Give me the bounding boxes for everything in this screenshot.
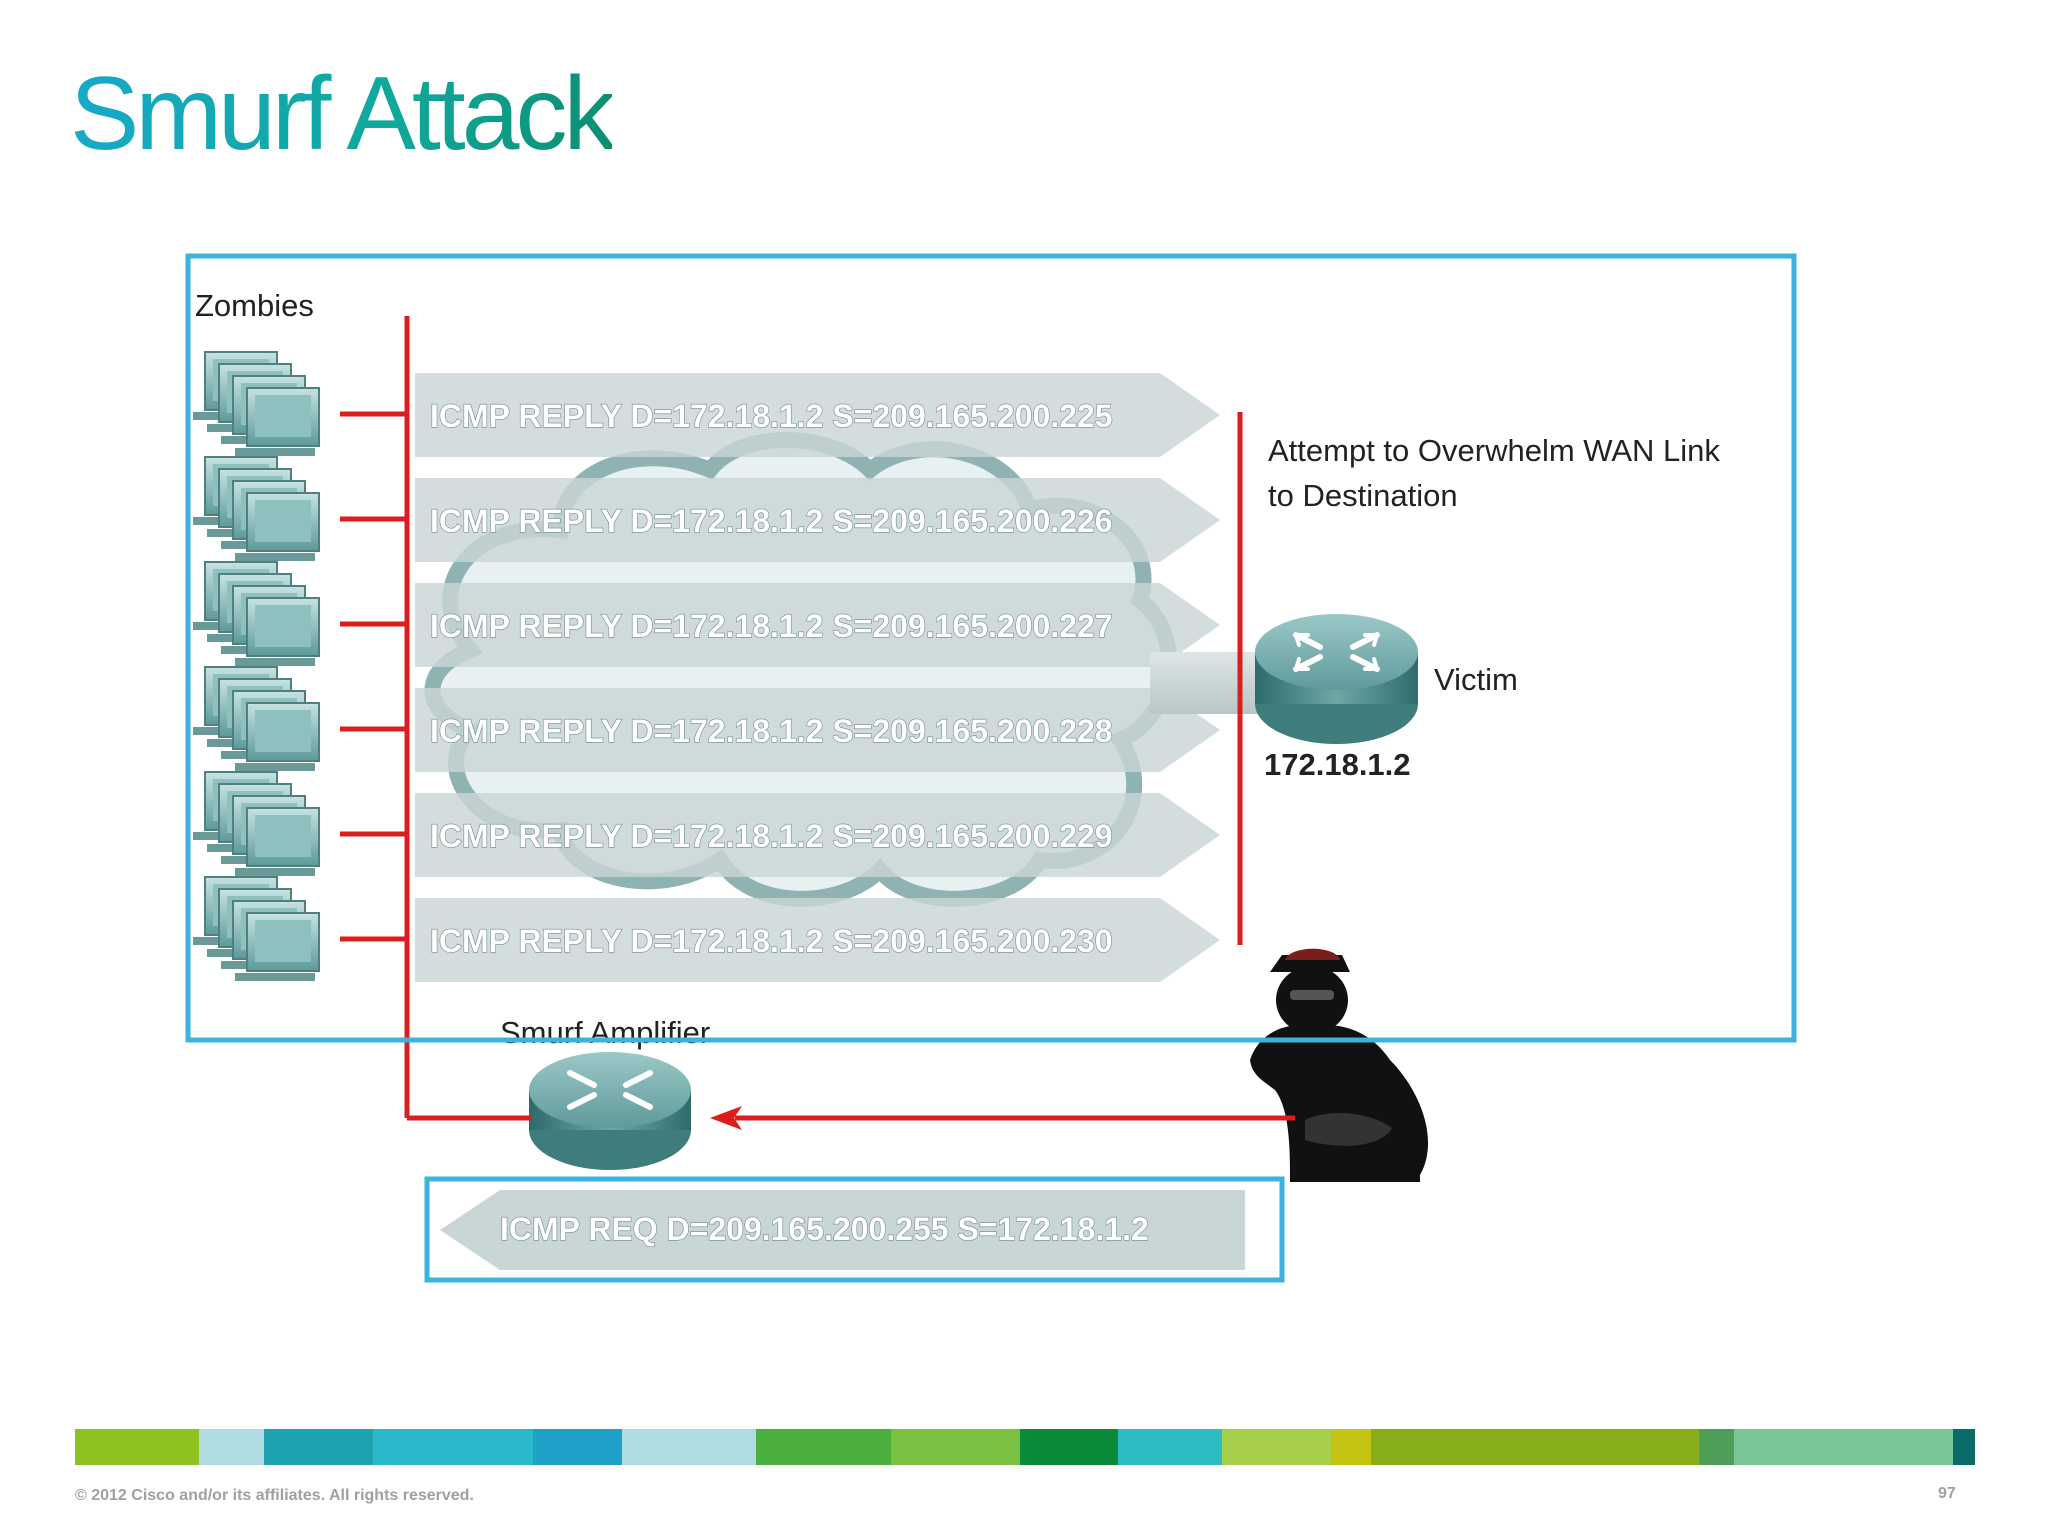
color-bar-segment: [756, 1429, 891, 1465]
smurf-amplifier-router-icon: [529, 1052, 691, 1170]
color-bar-segment: [622, 1429, 757, 1465]
slide-title: Smurf Attack: [70, 56, 616, 172]
zombie-computers: [193, 351, 320, 981]
zombie-computer-icon: [193, 561, 320, 666]
color-bar-segment: [1734, 1429, 1954, 1465]
zombies-label: Zombies: [195, 288, 314, 323]
wan-link-band: [1150, 652, 1260, 714]
color-bar-segment: [1117, 1429, 1222, 1465]
victim-ip: 172.18.1.2: [1264, 747, 1411, 782]
attack-request-arrowhead: [710, 1106, 742, 1130]
reply-packet-text: ICMP REPLY D=172.18.1.2 S=209.165.200.22…: [430, 818, 1113, 854]
reply-packet-arrow: ICMP REPLY D=172.18.1.2 S=209.165.200.22…: [415, 478, 1220, 562]
footer-color-bar: [75, 1429, 1975, 1465]
victim-router-icon: [1255, 614, 1418, 744]
request-highlight-box: [424, 1176, 1285, 1283]
reply-packet-text: ICMP REPLY D=172.18.1.2 S=209.165.200.22…: [430, 398, 1113, 434]
attacker-hacker-icon: [1250, 948, 1429, 1182]
reply-packet-text: ICMP REPLY D=172.18.1.2 S=209.165.200.22…: [430, 503, 1113, 539]
reply-packet-arrow: ICMP REPLY D=172.18.1.2 S=209.165.200.22…: [415, 373, 1220, 457]
copyright-notice: © 2012 Cisco and/or its affiliates. All …: [75, 1487, 474, 1504]
zombie-computer-icon: [193, 456, 320, 561]
color-bar-segment: [1953, 1429, 1975, 1465]
zombie-computer-icon: [193, 351, 320, 456]
color-bar-segment: [75, 1429, 200, 1465]
reply-packet-arrow: ICMP REPLY D=172.18.1.2 S=209.165.200.22…: [415, 688, 1220, 772]
request-packet-text: ICMP REQ D=209.165.200.255 S=172.18.1.2: [500, 1211, 1149, 1247]
victim-label: Victim: [1434, 662, 1518, 697]
reply-packet-arrows: ICMP REPLY D=172.18.1.2 S=209.165.200.22…: [415, 373, 1220, 982]
zombie-bus-taps: [340, 411, 407, 942]
reply-packet-text: ICMP REPLY D=172.18.1.2 S=209.165.200.22…: [430, 608, 1113, 644]
reply-packet-text: ICMP REPLY D=172.18.1.2 S=209.165.200.22…: [430, 713, 1113, 749]
reply-packet-arrow: ICMP REPLY D=172.18.1.2 S=209.165.200.22…: [415, 583, 1220, 667]
zombie-computer-icon: [193, 666, 320, 771]
color-bar-segment: [1020, 1429, 1118, 1465]
zombie-computer-icon: [193, 876, 320, 981]
color-bar-segment: [1331, 1429, 1372, 1465]
color-bar-segment: [1221, 1429, 1332, 1465]
color-bar-segment: [1371, 1429, 1700, 1465]
color-bar-segment: [373, 1429, 533, 1465]
color-bar-segment: [532, 1429, 623, 1465]
reply-packet-arrow: ICMP REPLY D=172.18.1.2 S=209.165.200.23…: [415, 898, 1220, 982]
color-bar-segment: [890, 1429, 1021, 1465]
wan-note-line-2: to Destination: [1268, 478, 1458, 513]
zombie-computer-icon: [193, 771, 320, 876]
page-number: 97: [1938, 1485, 1956, 1502]
color-bar-segment: [199, 1429, 264, 1465]
amplifier-label: Smurf Amplifier: [500, 1015, 710, 1050]
wan-note-line-1: Attempt to Overwhelm WAN Link: [1268, 433, 1720, 468]
reply-packet-text: ICMP REPLY D=172.18.1.2 S=209.165.200.23…: [430, 923, 1113, 959]
request-packet-arrow: ICMP REQ D=209.165.200.255 S=172.18.1.2: [440, 1190, 1245, 1270]
reply-packet-arrow: ICMP REPLY D=172.18.1.2 S=209.165.200.22…: [415, 793, 1220, 877]
color-bar-segment: [264, 1429, 374, 1465]
replies-highlight-box: [185, 253, 1797, 1043]
color-bar-segment: [1699, 1429, 1735, 1465]
